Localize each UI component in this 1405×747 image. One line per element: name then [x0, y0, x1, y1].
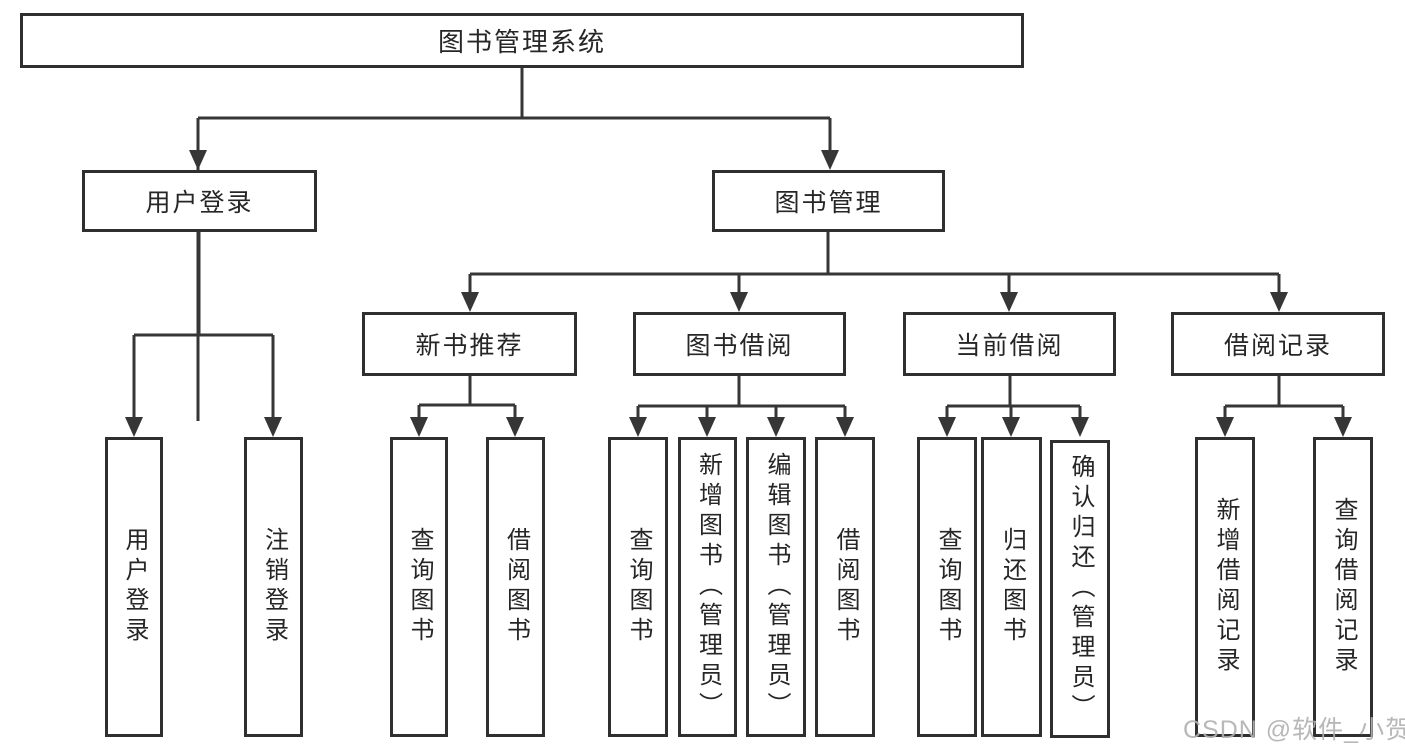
leaf-borrow-books: 借阅图书 — [815, 437, 875, 737]
arrowhead — [938, 417, 956, 437]
arrowhead — [264, 417, 282, 437]
arrowhead — [1071, 417, 1089, 437]
leaf-query-books-current: 查询图书 — [917, 437, 977, 737]
leaf-confirm-return-admin: 确认归还（管理员） — [1050, 440, 1110, 738]
arrowhead — [1000, 292, 1018, 312]
node-label: 借阅记录 — [1223, 332, 1332, 360]
leaf-label: 借阅图书 — [832, 527, 859, 647]
arrowhead — [461, 292, 479, 312]
leaf-label: 查询图书 — [934, 527, 961, 647]
node-label: 图书管理 — [774, 189, 883, 217]
arrowhead — [730, 292, 748, 312]
connector-login-split — [132, 232, 275, 421]
node-book-management: 图书管理 — [712, 170, 945, 232]
leaf-add-books-admin: 新增图书（管理员） — [678, 437, 737, 737]
leaf-label: 注销登录 — [260, 527, 288, 647]
leaf-label: 查询图书 — [406, 527, 433, 647]
leaf-label: 查询图书 — [625, 527, 652, 647]
arrowhead — [767, 417, 785, 437]
connector-recommend-split — [417, 376, 517, 421]
arrowhead — [410, 417, 428, 437]
connector-mgmt-split — [468, 232, 1281, 296]
leaf-user-login: 用户登录 — [105, 437, 163, 737]
node-label: 当前借阅 — [955, 332, 1064, 360]
node-new-book-recommend: 新书推荐 — [362, 312, 577, 376]
node-label: 用户登录 — [145, 189, 254, 217]
node-borrow-records: 借阅记录 — [1171, 312, 1385, 376]
arrowhead — [629, 417, 647, 437]
leaf-add-borrow-record: 新增借阅记录 — [1195, 437, 1255, 737]
node-book-borrow: 图书借阅 — [633, 312, 846, 376]
leaf-logout: 注销登录 — [244, 437, 303, 737]
node-library-management-system: 图书管理系统 — [20, 13, 1024, 68]
leaf-query-borrow-record: 查询借阅记录 — [1313, 437, 1373, 737]
arrowhead — [189, 150, 207, 170]
leaf-query-books-recommend: 查询图书 — [390, 437, 448, 737]
leaf-label: 借阅图书 — [502, 527, 530, 647]
leaf-label: 确认归还（管理员） — [1067, 454, 1094, 724]
connector-current-split — [945, 376, 1082, 421]
leaf-label: 新增图书（管理员） — [694, 452, 722, 722]
leaf-borrow-books-recommend: 借阅图书 — [486, 437, 545, 737]
arrowhead — [821, 150, 839, 170]
connector-records-split — [1223, 376, 1345, 421]
arrowhead — [1002, 417, 1020, 437]
leaf-label: 新增借阅记录 — [1212, 497, 1239, 677]
connector-borrow-split — [636, 376, 847, 421]
arrowhead — [1334, 417, 1352, 437]
arrowhead — [1216, 417, 1234, 437]
arrowhead — [1270, 292, 1288, 312]
leaf-edit-books-admin: 编辑图书（管理员） — [746, 437, 806, 737]
leaf-query-books-borrow: 查询图书 — [608, 437, 668, 737]
connector-root-split — [196, 68, 832, 421]
node-label: 新书推荐 — [415, 332, 524, 360]
leaf-label: 查询借阅记录 — [1330, 497, 1357, 677]
arrowhead — [506, 417, 524, 437]
csdn-watermark: CSDN @软件_小贺同学 — [1183, 716, 1405, 744]
arrowhead — [836, 417, 854, 437]
leaf-label: 归还图书 — [998, 527, 1026, 647]
node-label: 图书借阅 — [685, 332, 794, 360]
node-label: 图书管理系统 — [437, 27, 606, 57]
arrowhead — [698, 417, 716, 437]
node-current-borrow: 当前借阅 — [903, 312, 1116, 376]
leaf-label: 编辑图书（管理员） — [763, 452, 790, 722]
arrowhead — [125, 417, 143, 437]
node-user-login: 用户登录 — [82, 170, 317, 232]
leaf-label: 用户登录 — [121, 527, 148, 647]
leaf-return-books: 归还图书 — [981, 437, 1042, 737]
